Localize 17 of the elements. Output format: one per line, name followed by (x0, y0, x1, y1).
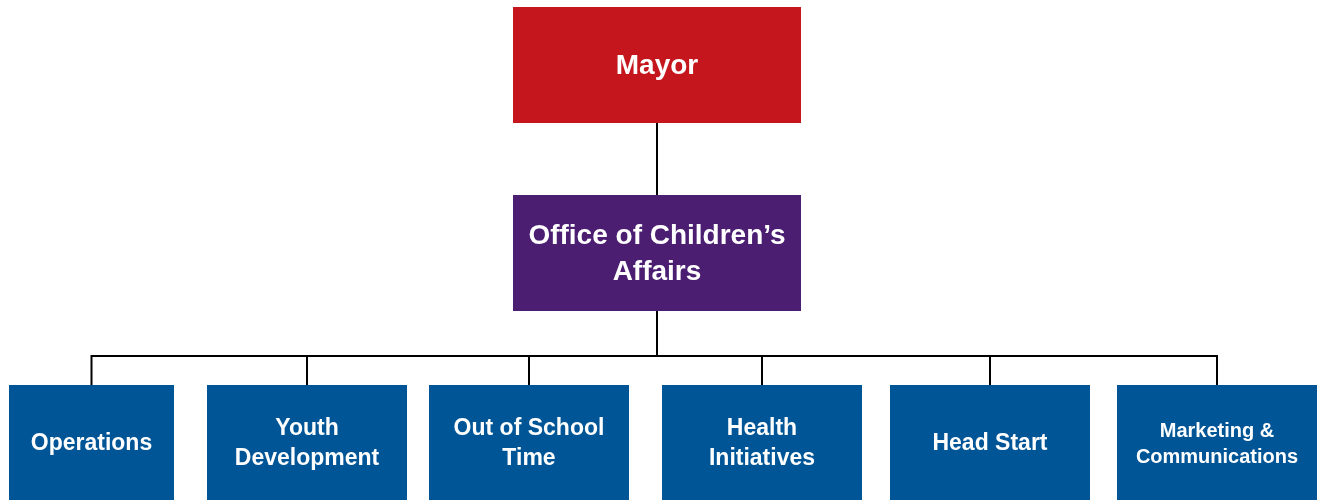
org-box (513, 7, 801, 123)
box-label: Operations (30, 427, 153, 457)
org-box (1117, 385, 1317, 500)
box-label: Out of School Time (452, 412, 606, 472)
org-box (9, 385, 174, 500)
box-label: Head Start (932, 427, 1048, 457)
org-box (890, 385, 1090, 500)
box-label: Mayor (615, 47, 699, 82)
org-box (513, 195, 801, 311)
org-box (662, 385, 862, 500)
box-label: Office of Children’s Affairs (527, 217, 787, 288)
org-box (429, 385, 629, 500)
box-label: Health Initiatives (707, 412, 817, 472)
box-label: Marketing & Communications (1134, 417, 1300, 469)
box-label: Youth Development (233, 412, 381, 472)
org-box (207, 385, 407, 500)
connector-line (656, 122, 658, 196)
